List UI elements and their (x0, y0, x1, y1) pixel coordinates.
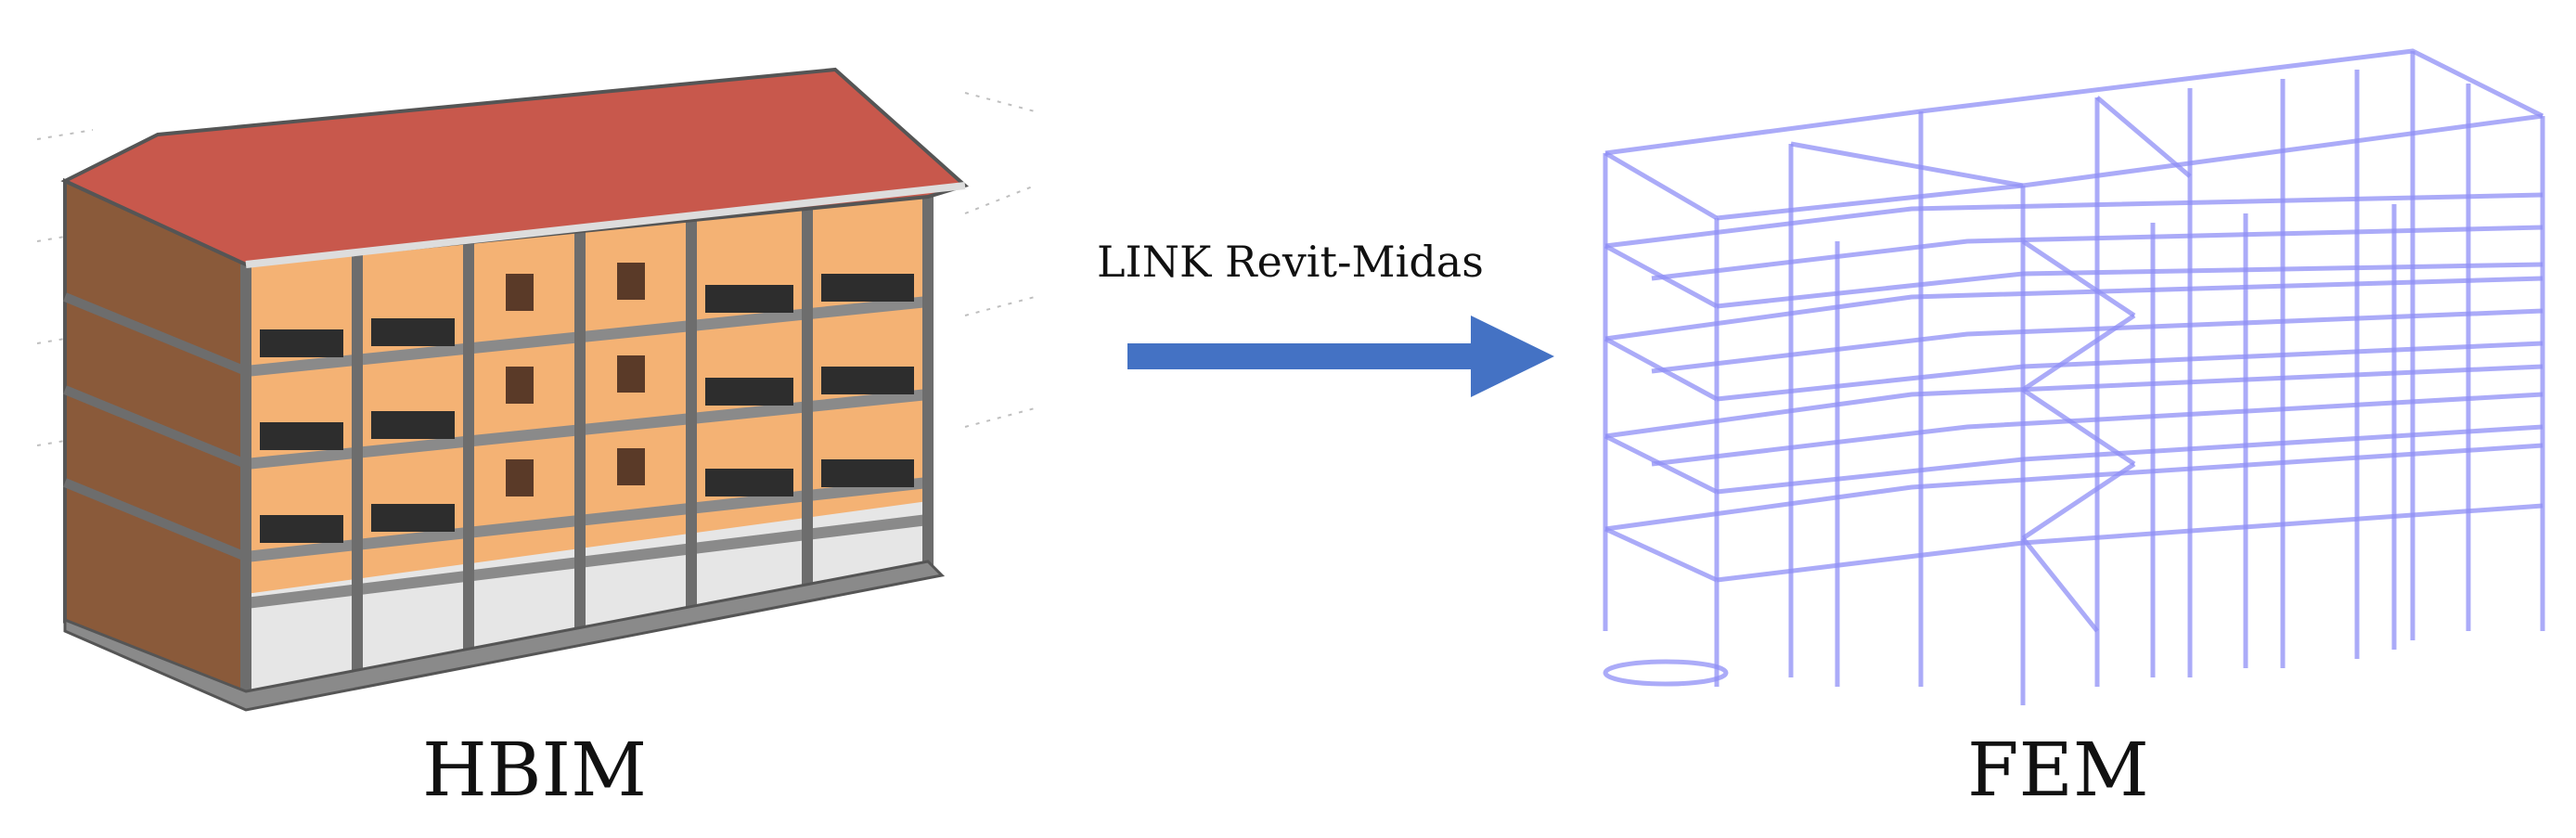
fem-wireframe-model (1578, 37, 2561, 742)
hbim-caption: HBIM (422, 727, 648, 813)
fem-caption: FEM (1967, 727, 2149, 813)
fem-wireframe-drawing (1603, 48, 2545, 705)
side-wall (63, 177, 248, 699)
fem-ground-element (1603, 659, 1729, 687)
balcony-railings (260, 274, 914, 543)
middle-windows (506, 263, 645, 496)
facade-columns (240, 195, 934, 696)
right-arrow-icon (1127, 316, 1554, 399)
side-floor-bands (63, 292, 248, 561)
roof-eave (245, 182, 966, 268)
ground-floor (246, 501, 928, 696)
link-label: LINK Revit-Midas (1097, 237, 1484, 287)
hbim-building-drawing (37, 67, 1036, 712)
hbim-building-render (37, 37, 1039, 715)
arrow-shape (1127, 316, 1554, 397)
arrow-shaft (1127, 343, 1471, 369)
fem-frame-lines (1603, 48, 2545, 705)
base-plinth (63, 560, 946, 712)
arrow-head (1471, 316, 1554, 397)
